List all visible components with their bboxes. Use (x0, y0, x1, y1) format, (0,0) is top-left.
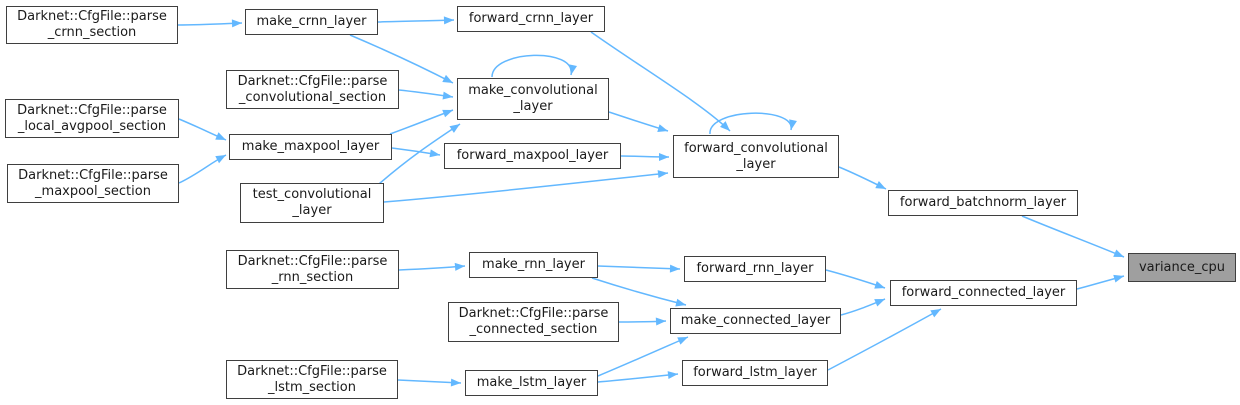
edge-test_convolutional_layer-to-forward_convolutional_layer (383, 170, 669, 203)
edge-make_connected_layer-to-forward_connected_layer (840, 298, 886, 316)
edge-make_crnn_layer-to-forward_crnn_layer (377, 16, 455, 25)
edge-parse_convolutional_section-to-make_convolutional_layer (398, 89, 454, 100)
node-label: Darknet::CfgFile::parse _maxpool_section (18, 167, 168, 199)
node-parse_convolutional_section[interactable]: Darknet::CfgFile::parse _convolutional_s… (226, 70, 399, 109)
edge-forward_convolutional_layer-to-forward_convolutional_layer (709, 112, 797, 135)
node-label: forward_connected_layer (901, 285, 1066, 300)
edge-parse_local_avgpool_section-to-make_maxpool_layer (178, 118, 227, 141)
node-parse_rnn_section[interactable]: Darknet::CfgFile::parse _rnn_section (226, 250, 399, 289)
edge-forward_convolutional_layer-to-forward_batchnorm_layer (838, 166, 887, 190)
edge-make_maxpool_layer-to-forward_maxpool_layer (391, 147, 441, 158)
node-label: forward_crnn_layer (468, 11, 594, 26)
node-label: Darknet::CfgFile::parse _local_avgpool_s… (17, 102, 167, 134)
node-label: forward_convolutional _layer (684, 140, 828, 172)
node-label: Darknet::CfgFile::parse _rnn_section (237, 253, 388, 285)
node-make_convolutional_layer[interactable]: make_convolutional _layer (457, 78, 609, 120)
edge-make_lstm_layer-to-forward_lstm_layer (597, 371, 679, 383)
edge-make_rnn_layer-to-forward_rnn_layer (597, 264, 681, 273)
node-label: Darknet::CfgFile::parse _connected_secti… (458, 306, 609, 337)
node-test_convolutional_layer[interactable]: test_convolutional _layer (240, 183, 384, 223)
node-forward_crnn_layer[interactable]: forward_crnn_layer (457, 6, 605, 32)
node-parse_crnn_section[interactable]: Darknet::CfgFile::parse _crnn_section (6, 6, 178, 44)
node-forward_connected_layer[interactable]: forward_connected_layer (890, 280, 1077, 306)
edge-parse_connected_section-to-make_connected_layer (618, 317, 667, 326)
node-label: make_lstm_layer (476, 375, 587, 390)
node-label: Darknet::CfgFile::parse _lstm_section (237, 363, 387, 395)
node-make_lstm_layer[interactable]: make_lstm_layer (465, 370, 598, 396)
edge-make_lstm_layer-to-make_connected_layer (597, 336, 689, 377)
node-label: Darknet::CfgFile::parse _convolutional_s… (237, 73, 388, 105)
node-forward_lstm_layer[interactable]: forward_lstm_layer (682, 360, 828, 386)
node-label: forward_lstm_layer (693, 365, 817, 380)
node-label: make_crnn_layer (256, 14, 367, 29)
node-parse_maxpool_section[interactable]: Darknet::CfgFile::parse _maxpool_section (7, 164, 179, 203)
edge-forward_rnn_layer-to-forward_connected_layer (825, 269, 886, 289)
edge-forward_lstm_layer-to-forward_connected_layer (827, 308, 942, 371)
node-forward_maxpool_layer[interactable]: forward_maxpool_layer (444, 143, 621, 169)
node-parse_lstm_section[interactable]: Darknet::CfgFile::parse _lstm_section (226, 360, 398, 399)
edge-parse_rnn_section-to-make_rnn_layer (398, 262, 466, 271)
node-make_maxpool_layer[interactable]: make_maxpool_layer (229, 134, 392, 160)
node-label: variance_cpu (1138, 259, 1226, 275)
node-forward_rnn_layer[interactable]: forward_rnn_layer (684, 256, 826, 282)
edge-forward_connected_layer-to-variance_cpu (1076, 274, 1125, 290)
edge-make_maxpool_layer-to-make_convolutional_layer (389, 109, 454, 135)
edge-make_convolutional_layer-to-make_convolutional_layer (491, 54, 577, 78)
edge-test_convolutional_layer-to-make_convolutional_layer (378, 123, 461, 185)
edge-parse_lstm_section-to-make_lstm_layer (397, 378, 462, 387)
node-label: make_maxpool_layer (241, 139, 380, 154)
edge-parse_maxpool_section-to-make_maxpool_layer (178, 154, 227, 184)
node-label: make_connected_layer (680, 313, 831, 328)
node-forward_convolutional_layer[interactable]: forward_convolutional _layer (673, 135, 839, 178)
node-label: test_convolutional _layer (252, 187, 372, 218)
node-make_crnn_layer[interactable]: make_crnn_layer (245, 9, 378, 35)
node-label: forward_maxpool_layer (456, 148, 609, 163)
edge-make_crnn_layer-to-make_convolutional_layer (349, 34, 454, 84)
node-label: forward_batchnorm_layer (899, 195, 1067, 210)
edge-forward_batchnorm_layer-to-variance_cpu (1021, 215, 1125, 258)
node-make_rnn_layer[interactable]: make_rnn_layer (469, 252, 598, 278)
node-label: forward_rnn_layer (696, 261, 814, 276)
node-parse_local_avgpool_section[interactable]: Darknet::CfgFile::parse _local_avgpool_s… (5, 99, 179, 138)
edge-make_convolutional_layer-to-forward_convolutional_layer (608, 111, 669, 132)
node-label: make_convolutional _layer (468, 83, 598, 114)
node-forward_batchnorm_layer[interactable]: forward_batchnorm_layer (888, 190, 1078, 216)
node-make_connected_layer[interactable]: make_connected_layer (670, 308, 841, 334)
edge-make_rnn_layer-to-make_connected_layer (591, 277, 687, 307)
node-label: Darknet::CfgFile::parse _crnn_section (17, 9, 167, 40)
edge-forward_maxpool_layer-to-forward_convolutional_layer (620, 152, 670, 161)
node-label: make_rnn_layer (482, 257, 585, 272)
node-parse_connected_section[interactable]: Darknet::CfgFile::parse _connected_secti… (448, 302, 619, 342)
edge-forward_crnn_layer-to-forward_convolutional_layer (590, 31, 731, 132)
node-variance_cpu: variance_cpu (1128, 253, 1236, 282)
edge-parse_crnn_section-to-make_crnn_layer (177, 19, 243, 28)
